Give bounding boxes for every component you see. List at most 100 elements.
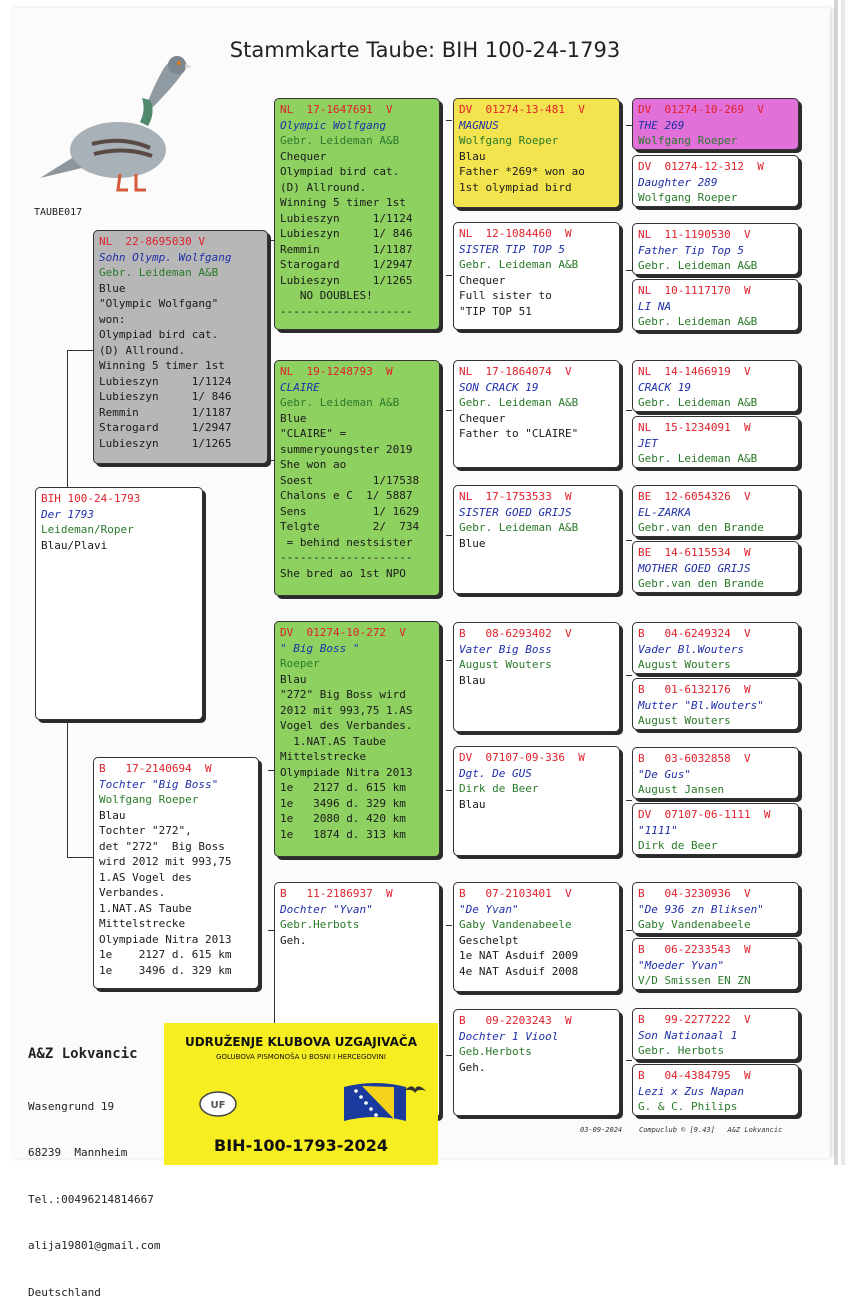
card-line: She won ao [280, 458, 347, 471]
breeder-name: Wolfgang Roeper [638, 191, 738, 204]
pigeon-name: MOTHER GOED GRIJS [638, 561, 751, 575]
pigeon-name: CRACK 19 [638, 380, 691, 394]
card-line: "CLAIRE" = [280, 427, 347, 440]
breeder-name: Gebr. Leideman A&B [280, 134, 400, 147]
pigeon-name: Dgt. De GUS [459, 766, 532, 780]
card-line: Chequer [459, 411, 506, 425]
breeder-name: Wolfgang Roeper [459, 134, 559, 147]
pigeon-name: "De 936 zn Bliksen" [638, 902, 764, 916]
pigeon-name: Vater Big Boss [459, 642, 552, 656]
card-line: Lubieszyn 1/ 846 [99, 390, 232, 403]
pedigree-card-g12[interactable]: DV 07107-06-1111 W"1111"Dirk de Beer [632, 803, 799, 855]
pigeon-name: "Moeder Yvan" [638, 958, 725, 972]
ring-number: NL 19-1248793 W [280, 365, 393, 378]
connector-line [626, 930, 632, 931]
card-line: Full sister to [459, 289, 552, 302]
owner-line: Tel.:00496214814667 [28, 1192, 154, 1206]
card-line: Olympiad bird cat. [280, 165, 400, 178]
card-line: "TIP TOP 51 [459, 304, 532, 318]
pigeon-name: Mutter "Bl.Wouters" [638, 698, 764, 712]
ring-number: B 08-6293402 V [459, 627, 572, 640]
page-edge [841, 0, 845, 1165]
card-line: -------------------- [280, 304, 413, 318]
owner-line: Wasengrund 19 [28, 1099, 115, 1113]
ring-number: B 04-6249324 V [638, 627, 751, 640]
ring-number: B 11-2186937 W [280, 887, 393, 900]
card-line: Winning 5 timer 1st [99, 359, 225, 372]
card-line: Lubieszyn 1/1265 [99, 436, 232, 450]
pigeon-name: Dochter "Yvan" [280, 902, 373, 916]
card-line: 1e 3496 d. 329 km [280, 796, 406, 810]
card-line: 4e NAT Asduif 2008 [459, 964, 579, 978]
ring-number: NL 17-1753533 W [459, 490, 572, 503]
card-line: Lubieszyn 1/1265 [280, 273, 413, 287]
ring-number: DV 01274-12-312 W [638, 160, 764, 173]
pigeon-name: Vader Bl.Wouters [638, 642, 744, 656]
ring-number: NL 11-1190530 V [638, 228, 751, 241]
card-line: Blue [280, 411, 307, 425]
breeder-name: Gebr. Leideman A&B [99, 266, 219, 279]
pigeon-name: Lezi x Zus Napan [638, 1084, 744, 1098]
pigeon-name: SISTER TIP TOP 5 [459, 242, 565, 256]
ring-number: NL 15-1234091 W [638, 421, 751, 434]
breeder-name: August Wouters [638, 714, 731, 727]
card-line: Telgte 2/ 734 [280, 520, 420, 533]
card-line: -------------------- [280, 551, 413, 564]
ring-number: NL 10-1117170 W [638, 284, 751, 297]
ring-number: DV 01274-13-481 V [459, 103, 585, 116]
breeder-name: Gebr.Herbots [280, 918, 360, 931]
owner-block: A&Z Lokvancic Wasengrund 19 68239 Mannhe… [28, 1016, 160, 1316]
ring-number: NL 12-1084460 W [459, 227, 572, 240]
ring-number: B 09-2203243 W [459, 1014, 572, 1027]
pigeon-name: EL-ZARKA [638, 505, 691, 519]
connector-line [268, 460, 274, 461]
pedigree-card-g13[interactable]: B 04-3230936 V"De 936 zn Bliksen"Gaby Va… [632, 882, 799, 934]
card-line: Blau [459, 673, 486, 687]
pedigree-card-dds[interactable]: B 07-2103401 V"De Yvan"Gaby Vandenabeele… [453, 882, 620, 992]
card-line: "272" Big Boss wird [280, 688, 406, 701]
card-line: det "272" Big Boss [99, 839, 225, 853]
card-line: (D) Allround. [280, 180, 367, 194]
owner-name: A&Z Lokvancic [28, 1046, 138, 1062]
card-line: Olympiade Nitra 2013 [280, 765, 413, 779]
pigeon-photo [40, 56, 192, 192]
ring-number: DV 01274-10-269 V [638, 103, 764, 116]
breeder-name: Wolfgang Roeper [99, 793, 199, 806]
connector-line [446, 790, 452, 791]
pedigree-card-g14[interactable]: B 06-2233543 W"Moeder Yvan"V/D Smissen E… [632, 938, 799, 990]
connector-line [626, 540, 632, 541]
pedigree-card-g11[interactable]: B 03-6032858 V"De Gus"August Jansen [632, 747, 799, 799]
pigeon-name: Dochter 1 Viool [459, 1029, 559, 1043]
breeder-name: Gebr. Leideman A&B [638, 259, 758, 272]
owner-line: Deutschland [28, 1285, 101, 1299]
owner-email[interactable]: alija19801@gmail.com [28, 1239, 161, 1252]
ring-number: B 03-6032858 V [638, 752, 751, 765]
card-line: 1.NAT.AS Taube [280, 734, 386, 748]
card-line: Chalons e C 1/ 5887 [280, 489, 413, 502]
